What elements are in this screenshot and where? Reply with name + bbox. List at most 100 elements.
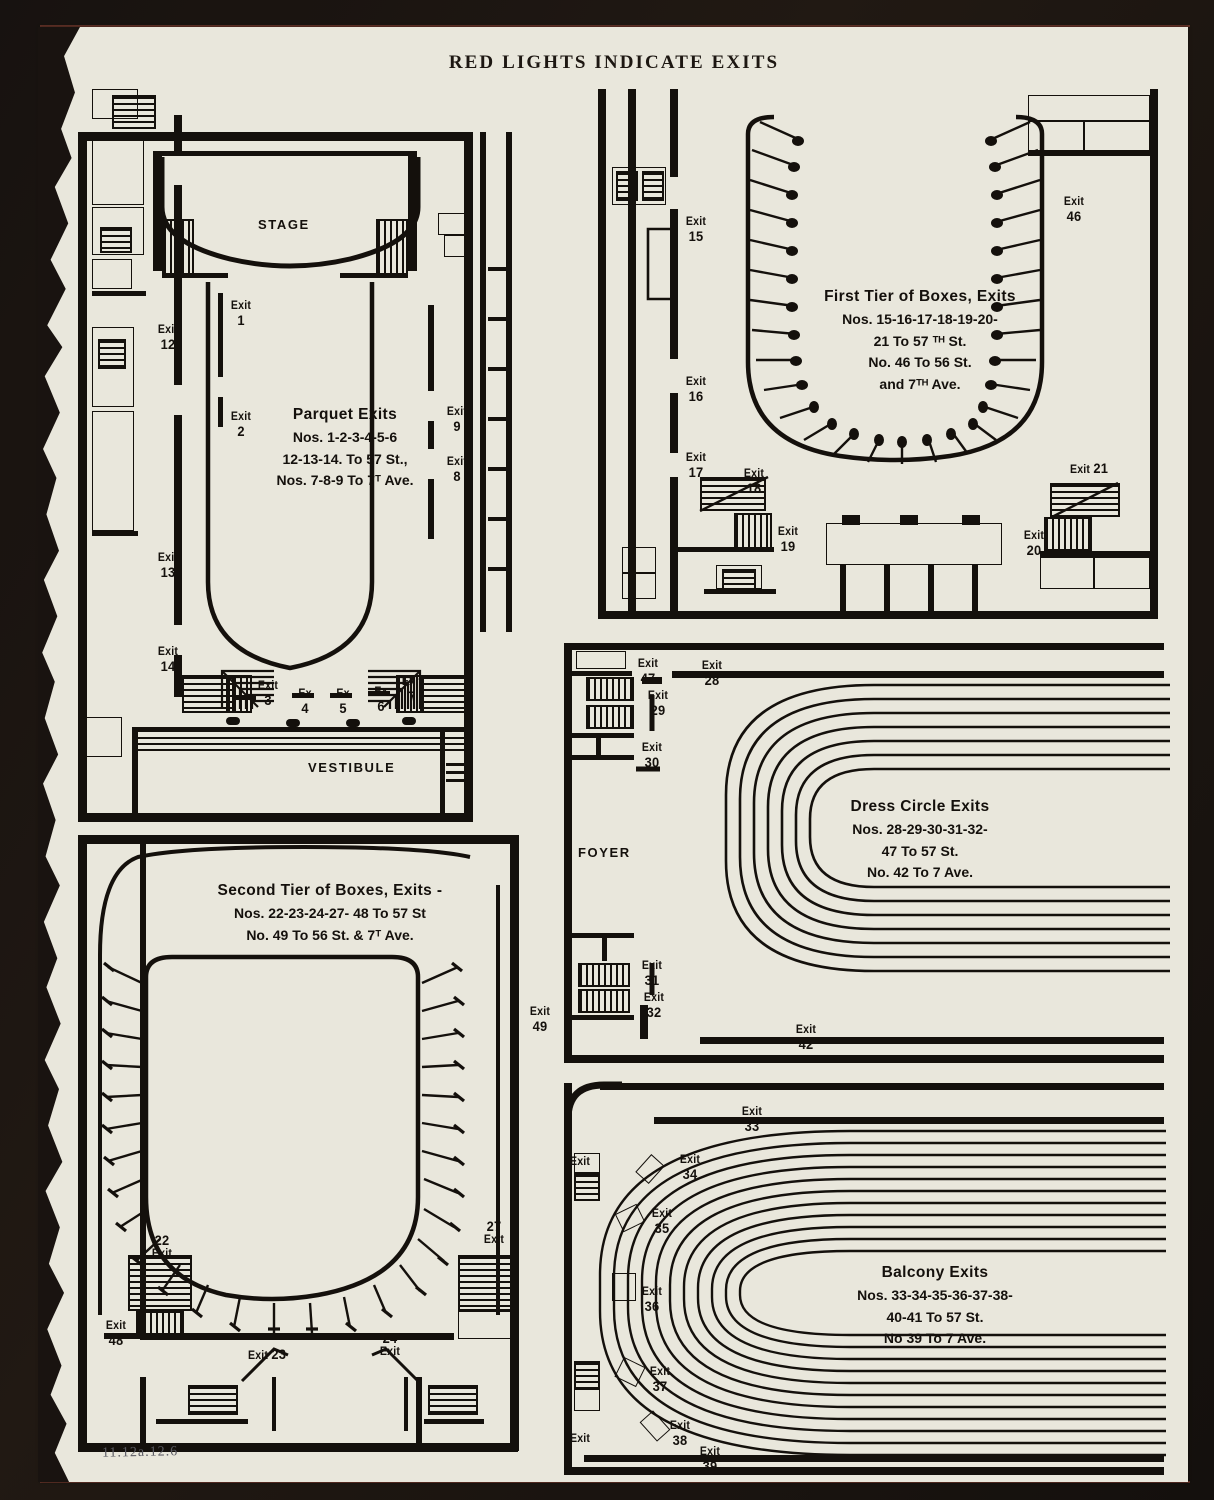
wall: [466, 727, 472, 813]
wall: [572, 733, 634, 738]
wall: [900, 515, 918, 525]
exit-wall: [218, 397, 223, 427]
stair-block: [616, 171, 638, 201]
exit-door: [402, 717, 416, 725]
caption-line: No. 49 To 56 St. & 7ᵀ Ave.: [246, 926, 414, 943]
wall: [488, 317, 510, 321]
wall: [404, 1377, 408, 1431]
stair-block: [586, 677, 634, 701]
stair-block: [734, 513, 772, 549]
room: [576, 651, 626, 669]
aisle-box-36: [612, 1273, 636, 1301]
wall: [572, 755, 634, 760]
room: [92, 411, 134, 531]
room: [92, 139, 144, 205]
exit-door: [642, 677, 662, 684]
caption-line: 21 To 57 ᵀᴴ St.: [873, 332, 967, 349]
wall: [132, 737, 472, 739]
caption-heading: Second Tier of Boxes, Exits -: [217, 882, 443, 899]
wall: [840, 565, 846, 611]
wall: [488, 467, 510, 471]
exit-dash: [236, 695, 256, 700]
room: [458, 1311, 518, 1339]
wall: [488, 567, 510, 571]
room: [622, 547, 656, 573]
wall: [162, 273, 228, 278]
wall: [700, 1037, 1164, 1044]
corner: [564, 1081, 622, 1120]
room: [92, 327, 134, 407]
exit-label-21: Exit 21: [1070, 460, 1109, 476]
wall: [488, 517, 510, 521]
bracket: [646, 227, 674, 301]
wall: [78, 1443, 518, 1452]
paper-sheet: RED LIGHTS INDICATE EXITS: [38, 27, 1188, 1482]
caption-line: Nos. 22-23-24-27- 48 To 57 St: [234, 905, 426, 922]
red-rule-top: [40, 25, 1190, 27]
exit-wall: [670, 393, 678, 453]
caption-line: Nos. 1-2-3-4-5-6: [292, 429, 398, 446]
vestibule-label: VESTIBULE: [308, 760, 396, 775]
stair-block: [574, 1173, 600, 1201]
caption-line: No. 42 To 7 Ave.: [866, 864, 974, 881]
room: [826, 523, 1002, 565]
room: [1040, 557, 1094, 589]
stair-block: [396, 675, 422, 713]
stair-block: [458, 1255, 518, 1311]
exit-wall: [428, 479, 434, 539]
caption-heading: Dress Circle Exits: [850, 798, 990, 815]
wall: [132, 727, 138, 813]
exit-dash: [292, 693, 314, 698]
wall: [488, 417, 510, 421]
wall: [596, 733, 601, 759]
page-title: RED LIGHTS INDICATE EXITS: [448, 52, 780, 73]
stair-block: [100, 227, 132, 253]
dress-circle-arcs: [724, 683, 1170, 973]
stair-block: [1044, 517, 1092, 551]
wall: [584, 1455, 1164, 1462]
wall: [156, 1419, 248, 1424]
wall: [672, 671, 1164, 678]
stair-diagonal: [1051, 481, 1119, 519]
exit-door-32: [640, 1005, 648, 1039]
wall: [564, 1055, 1164, 1063]
room: [1028, 121, 1084, 151]
wall: [440, 727, 445, 813]
caption-parquet: Parquet Exits Nos. 1-2-3-4-5-6 12-13-14.…: [230, 403, 460, 492]
stair-block: [422, 675, 472, 713]
room: [622, 573, 656, 599]
caption-second-tier: Second Tier of Boxes, Exits - Nos. 22-23…: [170, 879, 490, 946]
wall: [704, 589, 776, 594]
caption-line: 47 To 57 St.: [881, 842, 959, 859]
wall: [602, 933, 607, 961]
wall: [654, 1117, 1164, 1124]
exit-wall: [428, 421, 434, 449]
wall: [92, 531, 138, 536]
wall: [132, 743, 472, 745]
stair-block: [226, 675, 252, 713]
wall: [78, 132, 87, 822]
wall: [564, 643, 572, 1063]
exit-ramp-24: [371, 1347, 420, 1383]
wall: [132, 749, 472, 751]
box-tier-horseshoe: [745, 114, 1045, 464]
wall: [153, 151, 162, 271]
exit-label-23: Exit 23: [248, 1346, 287, 1362]
wall: [572, 1015, 634, 1020]
wall: [464, 132, 473, 822]
exit-door: [346, 719, 360, 727]
